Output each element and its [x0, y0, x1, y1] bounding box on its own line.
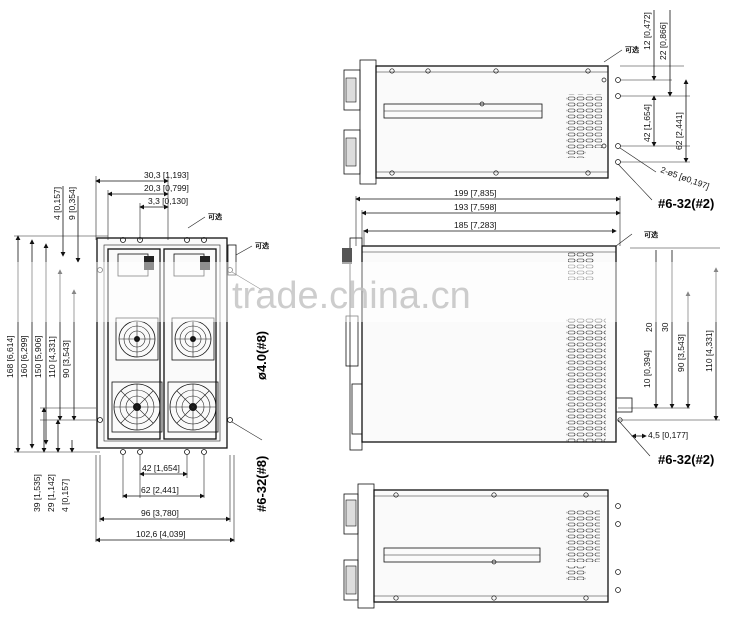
side-vent-top	[568, 252, 594, 280]
dim-30-3: 30,3 [1,193]	[144, 170, 189, 180]
dim-62-top: 62 [2,441]	[674, 112, 684, 150]
fan-large-left	[111, 381, 163, 433]
dim-42: 42 [1,654]	[142, 463, 180, 473]
optional-tag-side: 可选	[644, 230, 658, 239]
dim-4-top: 4 [0,157]	[52, 187, 62, 220]
dim-30: 30	[660, 322, 670, 332]
side-vent-main	[566, 318, 606, 442]
dim-4-bottom: 4 [0,157]	[60, 479, 70, 512]
callout-6-32-side: #6-32(#2)	[658, 452, 714, 467]
callout-6-32-top: #6-32(#2)	[658, 196, 714, 211]
fan-large-right	[167, 381, 219, 433]
optional-tag-front-side: 可选	[255, 241, 269, 250]
dim-90-side: 90 [3,543]	[676, 334, 686, 372]
front-view: 30,3 [1,193] 20,3 [0,799] 3,3 [0,130] 4 …	[5, 170, 269, 543]
bottom-view-front-plate	[357, 483, 375, 609]
dim-22: 22 [0,866]	[658, 22, 668, 60]
top-view: 12 [0,472] 22 [0,866] 42 [1,654] 62 [2,4…	[343, 10, 714, 211]
dim-4-5: 4,5 [0,177]	[648, 430, 688, 440]
dim-160: 160 [6,299]	[19, 335, 29, 378]
dim-110-side: 110 [4,331]	[704, 330, 714, 372]
top-view-vents	[566, 94, 602, 148]
dim-90: 90 [3,543]	[61, 340, 71, 378]
top-view-front-plate	[359, 59, 377, 185]
front-side-bracket	[227, 244, 237, 276]
dim-168: 168 [6,614]	[5, 335, 15, 378]
connector-dark-left	[144, 256, 154, 270]
watermark-text: trade.china.cn	[232, 275, 471, 317]
top-view-handle-bottom	[343, 129, 361, 175]
front-inner-frame	[103, 244, 221, 442]
bottom-view	[343, 483, 621, 609]
top-view-handle-top	[343, 69, 361, 111]
dim-193: 193 [7,598]	[454, 202, 497, 212]
dim-185: 185 [7,283]	[454, 220, 497, 230]
callout-hole-4mm: ø4.0(#8)	[254, 331, 269, 380]
callout-6-32-front: #6-32(#8)	[254, 456, 269, 512]
bottom-view-vents	[566, 510, 600, 562]
dim-9-top: 9 [0,354]	[67, 187, 77, 220]
dim-20: 20	[644, 322, 654, 332]
hole-note-5mm: 2-ø5 [ø0,197]	[659, 164, 710, 191]
dim-12: 12 [0,472]	[642, 12, 652, 50]
dim-150: 150 [5,906]	[33, 335, 43, 378]
connector-dark-right	[200, 256, 210, 270]
side-view: 199 [7,835] 193 [7,598] 185 [7,283] 10 […	[342, 188, 720, 467]
dim-3-3: 3,3 [0,130]	[148, 196, 188, 206]
front-bottom-left-dims: 39 [1,535] 29 [1,142] 4 [0,157]	[32, 407, 96, 512]
front-left-dims: 168 [6,614] 160 [6,299] 150 [5,906] 110 …	[5, 235, 108, 453]
dim-110: 110 [4,331]	[47, 336, 57, 378]
dim-10: 10 [0,394]	[642, 350, 652, 388]
dim-62: 62 [2,441]	[141, 485, 179, 495]
dim-42-top: 42 [1,654]	[642, 104, 652, 142]
dim-39: 39 [1,535]	[32, 474, 42, 512]
optional-tag-top: 可选	[625, 45, 639, 54]
dim-29: 29 [1,142]	[46, 474, 56, 512]
fan-small-right	[171, 317, 215, 361]
dim-20-3: 20,3 [0,799]	[144, 183, 189, 193]
dim-102-6: 102,6 [4,039]	[136, 529, 186, 539]
optional-tag-front-top: 可选	[208, 212, 222, 221]
dim-199: 199 [7,835]	[454, 188, 497, 198]
fan-small-left	[115, 317, 159, 361]
dim-96: 96 [3,780]	[141, 508, 179, 518]
side-view-terminal	[342, 248, 352, 264]
watermark: trade.china.cn	[0, 262, 735, 322]
front-bottom-dims: 42 [1,654] 62 [2,441] 96 [3,780] 102,6 […	[95, 455, 235, 543]
